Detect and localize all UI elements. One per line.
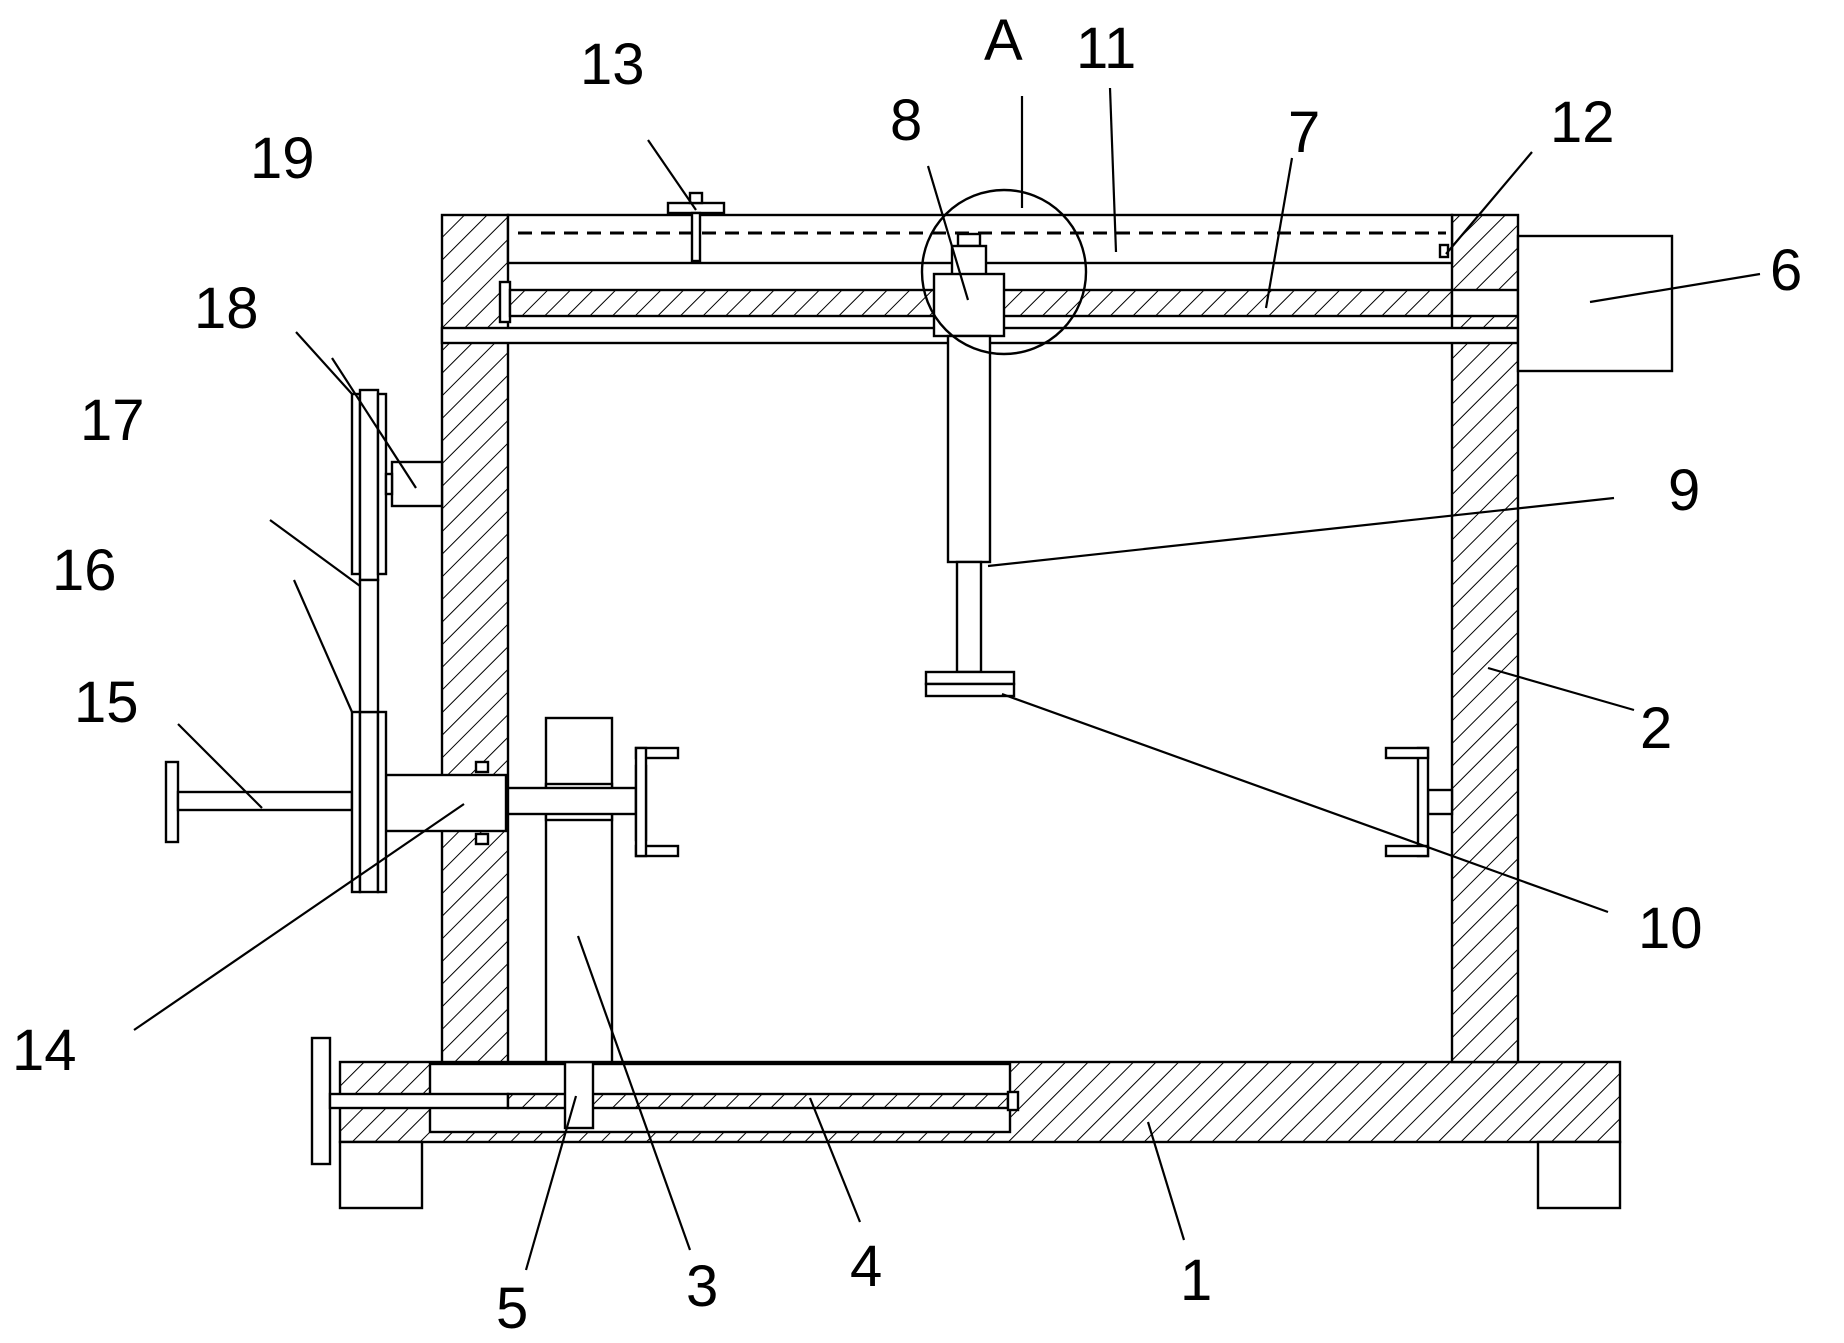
label-18: 18 [194,276,259,341]
lower-pulley-right [378,712,386,892]
crank-shaft [178,792,352,810]
right-jaw-bottom [1386,846,1428,856]
label-19: 19 [250,126,315,191]
right-jaw-top [1386,748,1428,758]
guide-pin [692,213,700,261]
pulley-motor [392,462,442,506]
label-6: 6 [1770,238,1802,303]
rail-stop [1440,245,1448,257]
label-5: 5 [496,1276,528,1338]
label-12: 12 [1550,90,1615,155]
label-7: 7 [1288,100,1320,165]
label-10: 10 [1638,896,1703,961]
label-a: A [984,8,1023,73]
clamp-shaft [508,788,636,814]
piston-rod [957,562,981,672]
label-8: 8 [890,88,922,153]
motor-coupling [1452,290,1518,316]
label-9: 9 [1668,458,1700,523]
label-1: 1 [1180,1248,1212,1313]
label-2: 2 [1640,696,1672,761]
press-plate-top [926,672,1014,684]
top-bolt-head [668,203,724,213]
drive-belt [360,580,378,712]
drive-motor [1518,236,1672,371]
label-14: 14 [12,1018,77,1083]
left-clamp-assembly [508,718,678,1062]
lower-pulley-left [352,712,360,892]
carriage-assembly [922,190,1086,696]
upper-pulley [360,390,378,580]
press-plate-bottom [926,684,1014,696]
cylinder-body [948,336,990,562]
label-15: 15 [74,670,139,735]
label-16: 16 [52,538,117,603]
label-11: 11 [1076,16,1136,81]
label-4: 4 [850,1234,882,1299]
bottom-handwheel [312,1038,330,1164]
label-13: 13 [580,32,645,97]
right-clamp-assembly [1386,748,1452,856]
vertical-post [546,718,612,1062]
base-plate [340,1062,1620,1208]
hand-crank [166,762,178,842]
left-foot [340,1142,422,1208]
right-foot [1538,1142,1620,1208]
upper-pulley-right [378,394,386,574]
label-3: 3 [686,1254,718,1319]
label-17: 17 [80,388,145,453]
upper-pulley-left [352,394,360,574]
bearing-housing [386,775,506,831]
